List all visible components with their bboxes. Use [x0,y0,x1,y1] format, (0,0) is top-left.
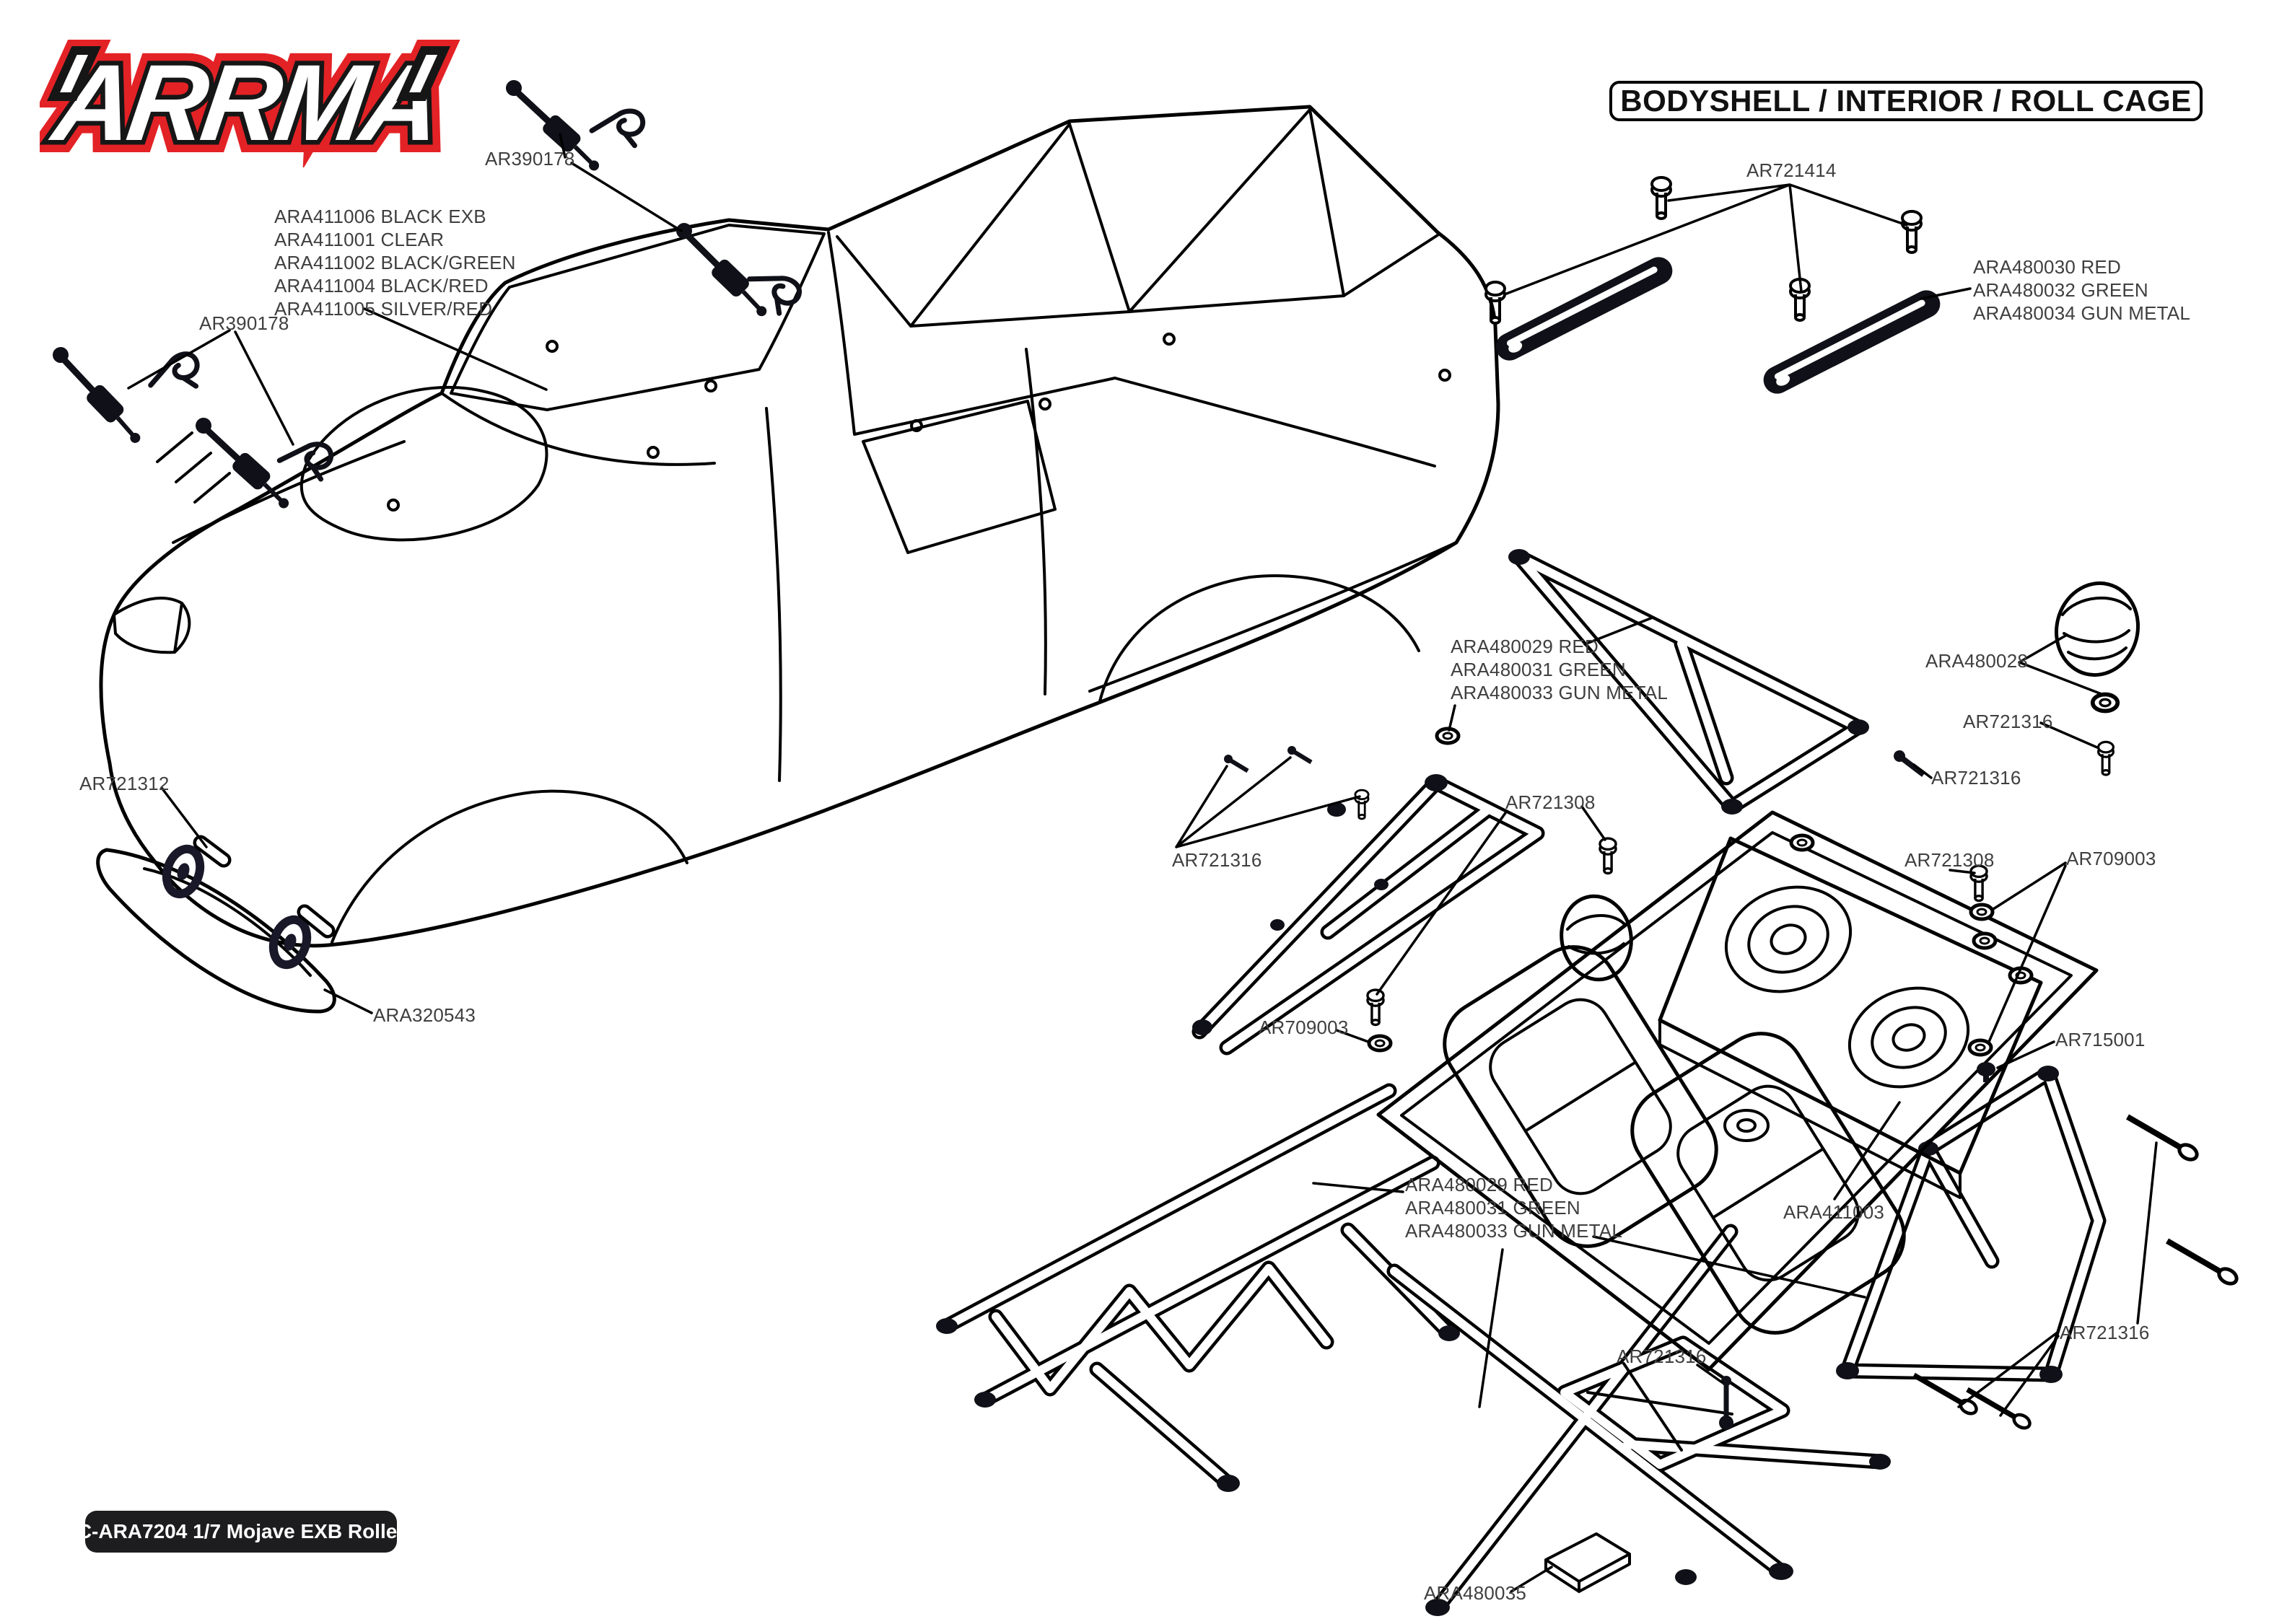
cage-panel-b-drawing [1191,774,1545,1055]
part-label-ar390178-top: AR390178 [485,148,575,170]
part-label-ara320543: ARA320543 [373,1004,476,1026]
cage-panel-a-drawing [1508,549,1869,815]
driver-helmet-icon [1560,894,1633,982]
part-label-ar390178-left: AR390178 [199,312,289,334]
page-title: BODYSHELL / INTERIOR / ROLL CAGE [1609,81,2203,121]
helmet-icon [2055,581,2140,711]
body-post-holes [387,333,1451,512]
arrma-logo: ARRMA ARRMA [40,30,460,167]
black-nut-ar715001 [1977,1062,1995,1082]
part-label-ar709003-b: AR709003 [2066,848,2156,869]
part-label-ar721316-e: AR721316 [2060,1322,2150,1343]
part-label-ar721316-c: AR721316 [1172,849,1262,871]
part-label-ar709003-a: AR709003 [1259,1017,1349,1038]
cage-panel-e-drawing [1836,1066,2107,1383]
cage-panel-d-drawing [1386,1224,1891,1616]
speaker-panel [1658,835,2043,1199]
page-title-text: BODYSHELL / INTERIOR / ROLL CAGE [1620,84,2192,118]
interior-tub-drawing [1376,810,2099,1371]
part-label-ar721414: AR721414 [1746,159,1837,181]
screw-set-ar721414 [1484,176,1923,325]
part-label-ar721312: AR721312 [79,773,170,794]
seat-passenger [1630,1032,1906,1335]
ara480035-plate [1544,1532,1631,1593]
pin-ar721316-d [1719,1376,1733,1430]
part-label-ar721308-b: AR721308 [1905,849,1995,871]
front-bumper-bar-drawing [96,835,336,1014]
part-label-ar721308-a: AR721308 [1505,791,1596,813]
leader-lines [127,133,2158,1593]
cage-panel-c-drawing [936,1083,1460,1492]
part-label-ar715001: AR715001 [2055,1029,2146,1050]
seat-driver [1443,945,1718,1248]
part-label-ara480028: ARA480028 [1925,650,2029,672]
truck-bodyshell-drawing [99,105,1500,948]
side-trim-bars-drawing [1495,257,1941,394]
model-badge: C-ARA7204 1/7 Mojave EXB Roller [77,1511,405,1553]
part-label-ara411006-group: ARA411006 BLACK EXB ARA411001 CLEAR ARA4… [274,206,516,320]
part-label-ar721316-b: AR721316 [1931,767,2021,789]
part-label-ara480030-group: ARA480030 RED ARA480032 GREEN ARA480034 … [1973,256,2190,324]
svg-text:ARRMA: ARRMA [44,43,445,163]
part-label-ara411003: ARA411003 [1783,1201,1885,1223]
truck-rollcage-lattice [836,108,1439,328]
part-label-ar721316-a: AR721316 [1963,711,2053,732]
part-label-ara480029-group-mid: ARA480029 RED ARA480031 GREEN ARA480033 … [1451,636,1668,703]
steering-wheel-icon [1723,1109,1770,1142]
part-label-ara480035: ARA480035 [1424,1582,1527,1604]
hardware-drawing [1224,729,2239,1593]
part-label-ar721316-d: AR721316 [1617,1346,1707,1367]
part-label-ara480029-group-bottom: ARA480029 RED ARA480031 GREEN ARA480033 … [1405,1174,1622,1242]
model-badge-text: C-ARA7204 1/7 Mojave EXB Roller [76,1520,406,1542]
svg-text:ARRMA: ARRMA [44,43,445,163]
